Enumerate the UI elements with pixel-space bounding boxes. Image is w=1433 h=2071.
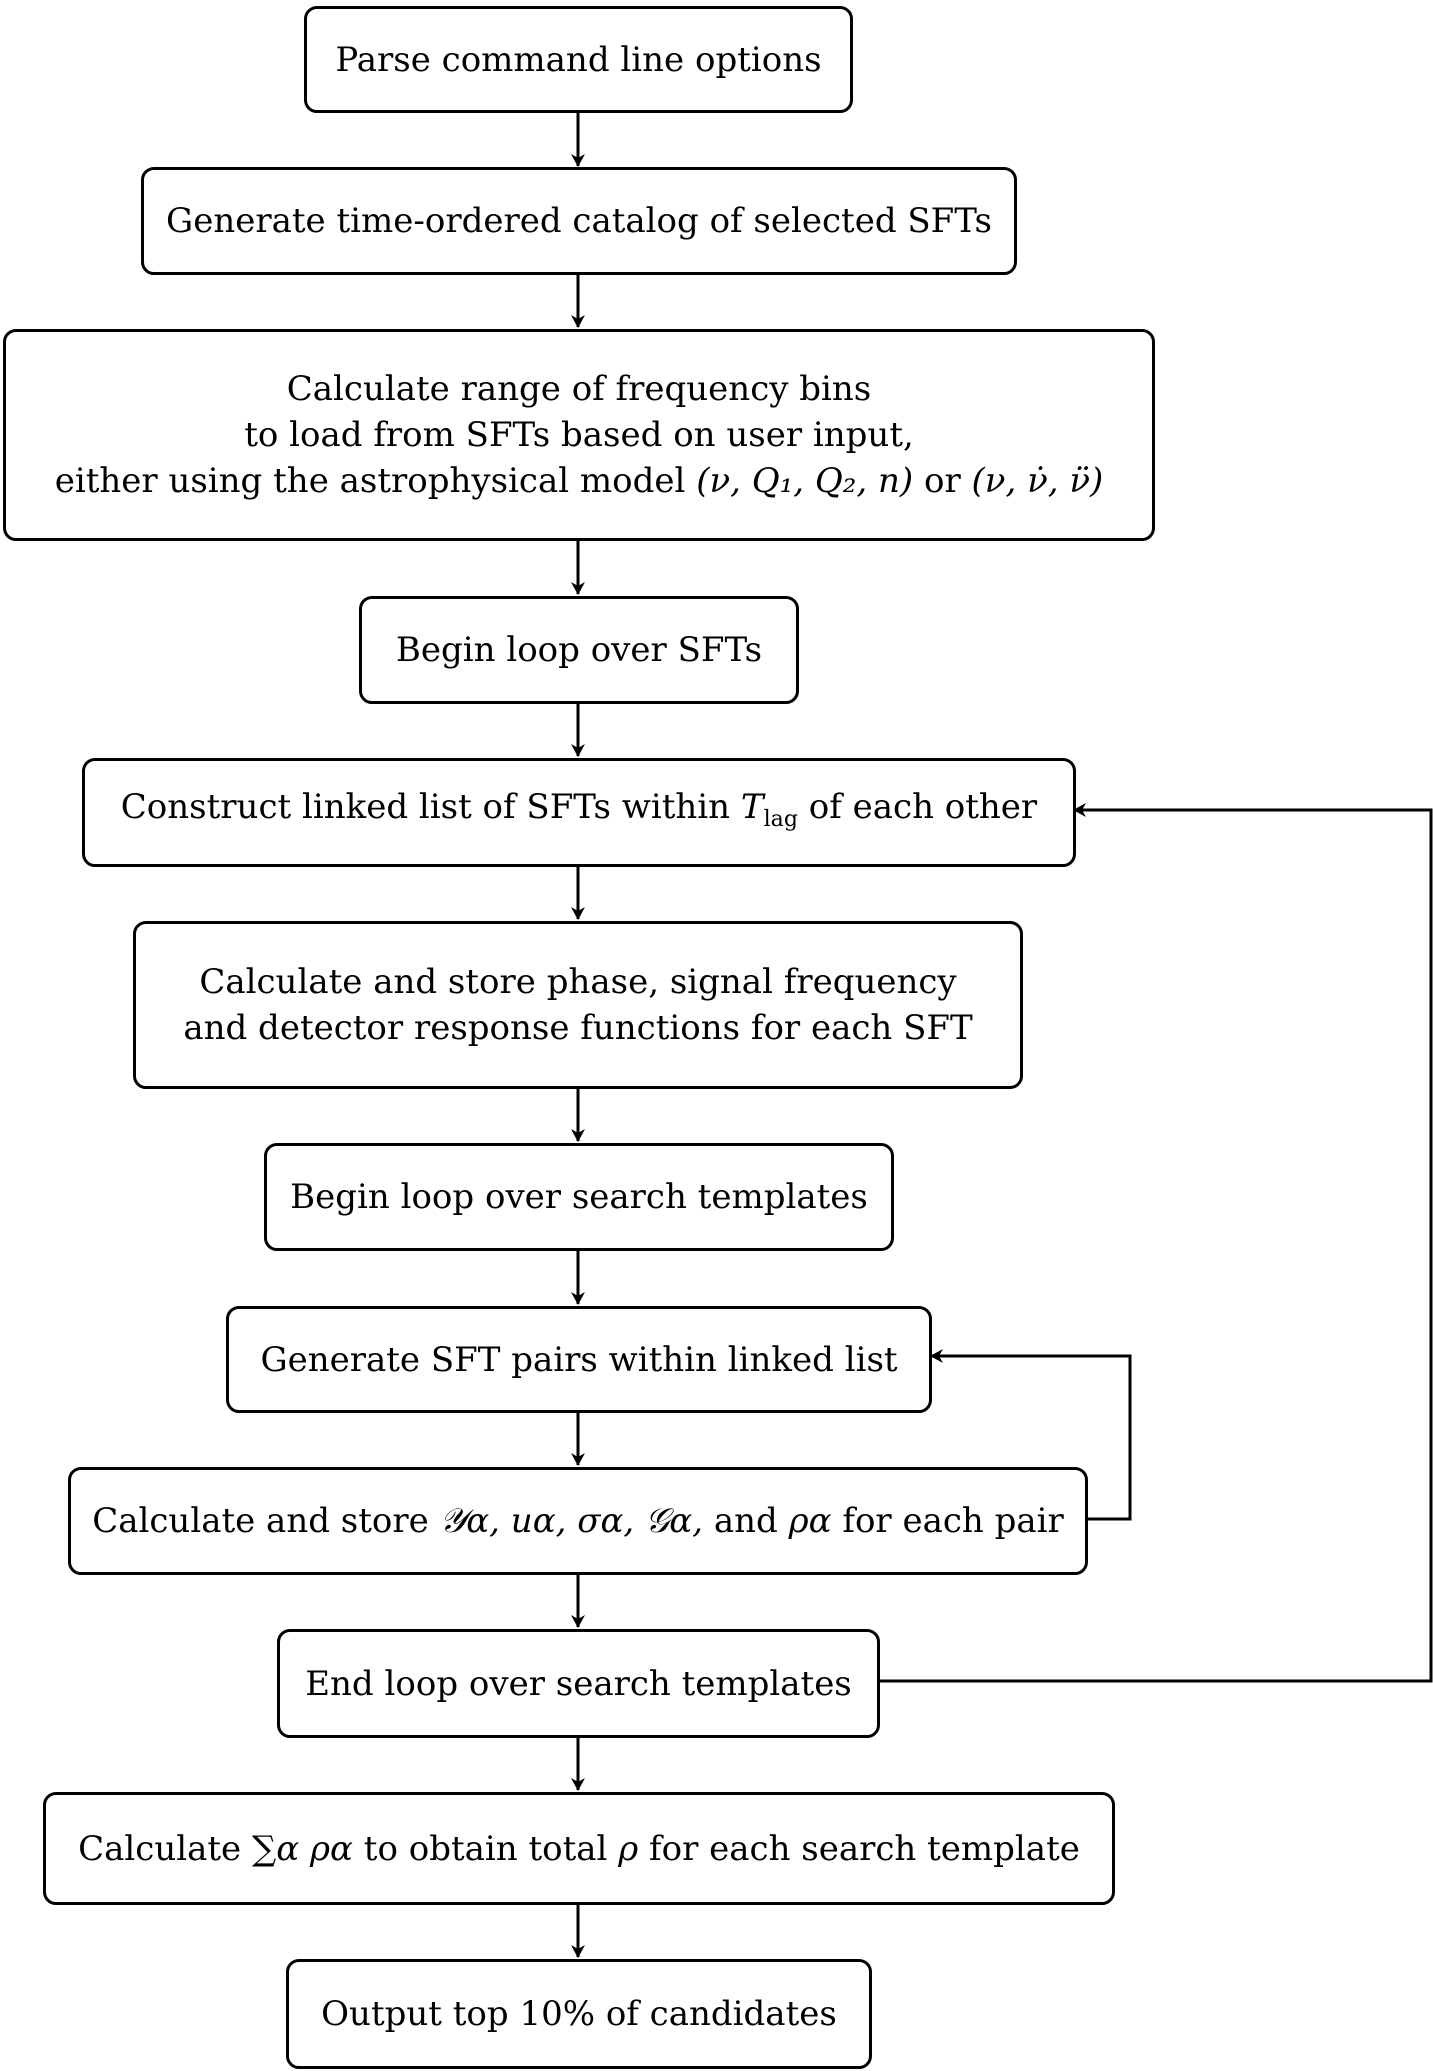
total-suffix: for each search template xyxy=(649,1828,1080,1869)
step-parse-options: Parse command line options xyxy=(304,6,853,113)
step-begin-loop-sfts-label: Begin loop over SFTs xyxy=(395,630,763,670)
total-rho: ρ xyxy=(618,1828,639,1869)
step-calculate-phase-line1: Calculate and store phase, signal freque… xyxy=(199,962,957,1002)
total-prefix: Calculate xyxy=(78,1828,242,1869)
range-model-prefix: either using the astrophysical model xyxy=(54,461,686,501)
step-calculate-range-line1: Calculate range of frequency bins xyxy=(286,369,872,409)
step-generate-catalog: Generate time-ordered catalog of selecte… xyxy=(141,167,1017,275)
step-output-candidates-label: Output top 10% of candidates xyxy=(321,1994,837,2034)
step-end-loop-templates: End loop over search templates xyxy=(277,1629,880,1738)
step-calculate-range-line2: to load from SFTs based on user input, xyxy=(244,415,914,455)
total-mid: to obtain total xyxy=(363,1828,608,1869)
step-output-candidates: Output top 10% of candidates xyxy=(286,1959,872,2069)
range-frequency-derivatives: (ν, ν̇, ν̈) xyxy=(971,461,1104,501)
step-begin-loop-templates-label: Begin loop over search templates xyxy=(290,1177,868,1217)
store-prefix: Calculate and store xyxy=(92,1501,429,1541)
step-calculate-total-rho: Calculate ∑α ρα to obtain total ρ for ea… xyxy=(43,1792,1115,1905)
step-calculate-store-pair-text: Calculate and store 𝒴α, uα, σα, 𝒢α, and … xyxy=(92,1498,1064,1544)
feedback-store-to-pairs xyxy=(930,1349,1132,1521)
linked-list-prefix: Construct linked list of SFTs within xyxy=(120,786,731,827)
store-suffix: for each pair xyxy=(842,1501,1064,1541)
feedback-end-loop-to-linked-list xyxy=(879,803,1433,1683)
store-rho-alpha: ρα xyxy=(788,1501,832,1541)
step-generate-pairs: Generate SFT pairs within linked list xyxy=(226,1306,932,1413)
range-astrophysical-params: (ν, Q₁, Q₂, n) xyxy=(696,461,914,501)
step-calculate-store-pair: Calculate and store 𝒴α, uα, σα, 𝒢α, and … xyxy=(68,1467,1088,1575)
step-construct-linked-list-text: Construct linked list of SFTs within Tla… xyxy=(121,784,1037,842)
t-lag-symbol: T xyxy=(740,786,764,827)
step-calculate-phase-line2: and detector response functions for each… xyxy=(183,1008,973,1048)
t-lag-subscript: lag xyxy=(763,805,798,832)
linked-list-suffix: of each other xyxy=(808,786,1038,827)
step-calculate-range: Calculate range of frequency bins to loa… xyxy=(3,329,1155,541)
step-generate-pairs-label: Generate SFT pairs within linked list xyxy=(260,1339,898,1380)
step-calculate-phase: Calculate and store phase, signal freque… xyxy=(133,921,1023,1089)
store-and: and xyxy=(713,1501,778,1541)
total-sum-expression: ∑α ρα xyxy=(251,1828,353,1869)
step-parse-options-label: Parse command line options xyxy=(335,39,822,80)
step-begin-loop-sfts: Begin loop over SFTs xyxy=(359,596,799,704)
range-or: or xyxy=(923,461,961,501)
step-construct-linked-list: Construct linked list of SFTs within Tla… xyxy=(82,758,1076,867)
store-symbols: 𝒴α, uα, σα, 𝒢α, xyxy=(439,1501,704,1541)
step-calculate-total-rho-text: Calculate ∑α ρα to obtain total ρ for ea… xyxy=(78,1826,1080,1872)
step-begin-loop-templates: Begin loop over search templates xyxy=(264,1143,894,1251)
step-calculate-range-line3: either using the astrophysical model (ν,… xyxy=(55,458,1104,504)
step-end-loop-templates-label: End loop over search templates xyxy=(305,1663,852,1704)
step-generate-catalog-label: Generate time-ordered catalog of selecte… xyxy=(166,201,992,241)
